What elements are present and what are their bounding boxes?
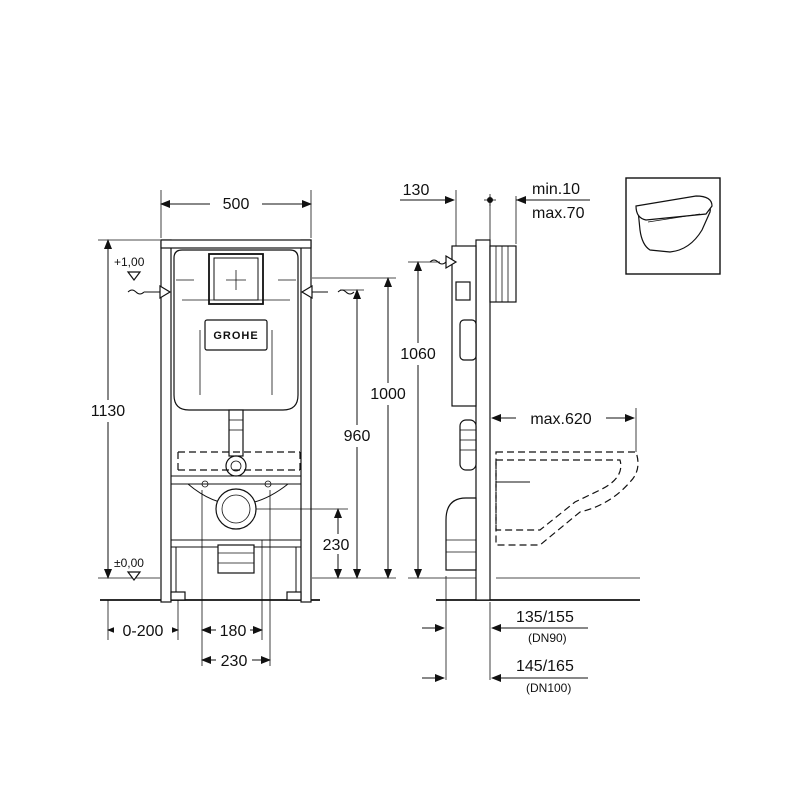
dim-height-1000: 1000 bbox=[370, 386, 406, 403]
side-view: 130 min.10 max.70 1060 max.620 135/155 (… bbox=[394, 178, 640, 695]
level-top: +1,00 bbox=[114, 255, 145, 269]
dim-wall-min: min.10 bbox=[532, 181, 580, 198]
valve-side bbox=[455, 281, 471, 301]
drain-pipe bbox=[201, 480, 272, 574]
drain-elbow bbox=[445, 497, 477, 571]
level-zero: ±0,00 bbox=[114, 556, 144, 570]
level-top-marker bbox=[126, 271, 142, 281]
water-supply-left bbox=[127, 284, 172, 300]
frame bbox=[160, 239, 312, 603]
dim-height-960: 960 bbox=[344, 428, 371, 445]
dim-projection-max: max.620 bbox=[530, 411, 591, 428]
pan-outline bbox=[177, 451, 301, 471]
water-supply-right bbox=[300, 284, 355, 300]
dim-height-1060: 1060 bbox=[400, 346, 436, 363]
label-dn100: (DN100) bbox=[526, 681, 571, 695]
dim-dn90: 135/155 bbox=[516, 609, 574, 626]
dim-height-total: 1130 bbox=[91, 403, 126, 420]
dim-width: 500 bbox=[223, 196, 250, 213]
wall-frame-side bbox=[475, 239, 491, 601]
brand-logo: GROHE bbox=[213, 330, 258, 342]
toilet-bowl-dashed bbox=[495, 459, 622, 531]
dim-height-230: 230 bbox=[323, 537, 350, 554]
dim-spacing-230: 230 bbox=[221, 653, 248, 670]
label-dn90: (DN90) bbox=[528, 631, 567, 645]
dim-dn100: 145/165 bbox=[516, 658, 574, 675]
dim-spacing-180: 180 bbox=[220, 623, 247, 640]
dim-offset-0-200: 0-200 bbox=[123, 623, 164, 640]
front-view: GROHE bbox=[86, 190, 411, 670]
level-zero-marker bbox=[126, 571, 142, 581]
dim-wall-max: max.70 bbox=[532, 205, 585, 222]
wall-box bbox=[489, 245, 517, 303]
flush-pipe bbox=[225, 409, 247, 477]
wall-hung-toilet-icon bbox=[625, 177, 721, 275]
toilet-pan-dashed bbox=[495, 451, 639, 546]
cistern: GROHE bbox=[173, 249, 299, 411]
dim-depth-130: 130 bbox=[403, 182, 430, 199]
